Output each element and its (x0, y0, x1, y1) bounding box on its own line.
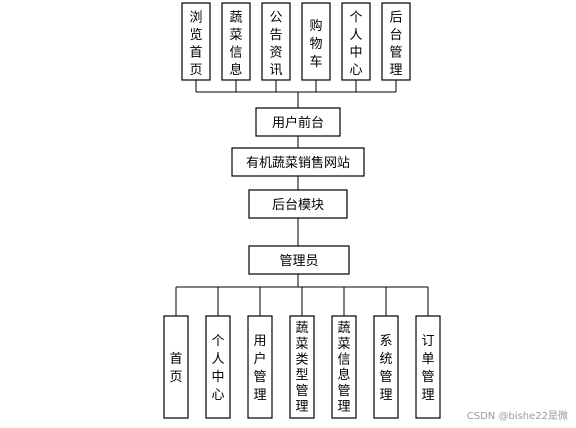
site-label: 有机蔬菜销售网站 (246, 155, 350, 171)
module-vegetable-info: 蔬菜信息 (221, 2, 251, 81)
user-front-box: 用户前台 (255, 107, 341, 137)
module-vegetable-info-management: 蔬菜信息管理 (331, 315, 357, 419)
module-personal-center: 个人中心 (341, 2, 371, 81)
module-order-management-label: 订单管理 (421, 334, 434, 403)
module-system-management: 系统管理 (373, 315, 399, 419)
module-shopping-cart-label: 购物车 (309, 18, 322, 70)
module-personal-center-admin-label: 个人中心 (211, 334, 224, 403)
module-vegetable-type-management-label: 蔬菜类型管理 (295, 321, 308, 414)
module-home-label: 首页 (169, 352, 182, 385)
module-home: 首页 (163, 315, 189, 419)
module-browse-home-label: 浏览首页 (189, 10, 202, 79)
module-user-management-label: 用户管理 (253, 334, 266, 403)
module-user-management: 用户管理 (247, 315, 273, 419)
admin-box: 管理员 (248, 245, 350, 275)
module-announcements-label: 公告资讯 (269, 11, 282, 79)
module-personal-center-admin: 个人中心 (205, 315, 231, 419)
module-backend-management-label: 后台管理 (389, 11, 402, 79)
top-connectors (195, 80, 397, 108)
module-vegetable-info-management-label: 蔬菜信息管理 (337, 321, 350, 414)
site-box: 有机蔬菜销售网站 (231, 147, 365, 177)
bottom-module-boxes: 首页 个人中心 用户管理 蔬菜类型管理 蔬菜信息管理 系统管理 订单管理 (163, 315, 441, 419)
admin-label: 管理员 (279, 254, 318, 269)
module-order-management: 订单管理 (415, 315, 441, 419)
module-browse-home: 浏览首页 (181, 2, 211, 81)
module-personal-center-label: 个人中心 (349, 11, 362, 79)
module-system-management-label: 系统管理 (379, 334, 392, 403)
module-vegetable-type-management: 蔬菜类型管理 (289, 315, 315, 419)
module-vegetable-info-label: 蔬菜信息 (229, 11, 242, 79)
backend-module-box: 后台模块 (248, 189, 348, 219)
module-backend-management: 后台管理 (381, 2, 411, 81)
user-front-label: 用户前台 (272, 115, 324, 131)
watermark: CSDN @bishe22是微 (466, 411, 568, 422)
top-module-boxes: 浏览首页 蔬菜信息 公告资讯 购物车 个人中心 后台管理 (181, 2, 411, 81)
backend-module-label: 后台模块 (272, 198, 324, 213)
bottom-connectors (175, 274, 429, 316)
module-shopping-cart: 购物车 (301, 2, 331, 81)
module-announcements: 公告资讯 (261, 2, 291, 81)
